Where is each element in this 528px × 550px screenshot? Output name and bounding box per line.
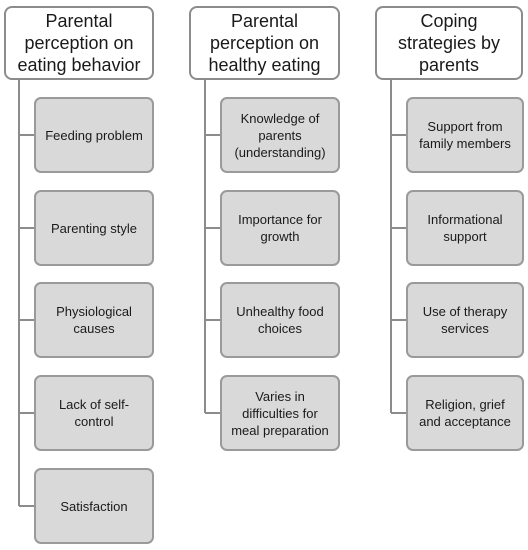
node-importance-for-growth: Importance for growth [220,190,340,266]
node-feeding-problem: Feeding problem [34,97,154,173]
node-religion-grief-acceptance: Religion, grief and acceptance [406,375,524,451]
node-unhealthy-food-choices: Unhealthy food choices [220,282,340,358]
node-knowledge-of-parents: Knowledge of parents (understanding) [220,97,340,173]
node-therapy-services: Use of therapy services [406,282,524,358]
node-satisfaction: Satisfaction [34,468,154,544]
node-parenting-style: Parenting style [34,190,154,266]
node-family-support: Support from family members [406,97,524,173]
header-coping-strategies: Coping strategies by parents [375,6,523,80]
header-healthy-eating: Parental perception on healthy eating [189,6,340,80]
header-eating-behavior: Parental perception on eating behavior [4,6,154,80]
node-physiological-causes: Physiological causes [34,282,154,358]
node-lack-of-self-control: Lack of self-control [34,375,154,451]
node-meal-preparation-difficulties: Varies in difficulties for meal preparat… [220,375,340,451]
node-informational-support: Informational support [406,190,524,266]
